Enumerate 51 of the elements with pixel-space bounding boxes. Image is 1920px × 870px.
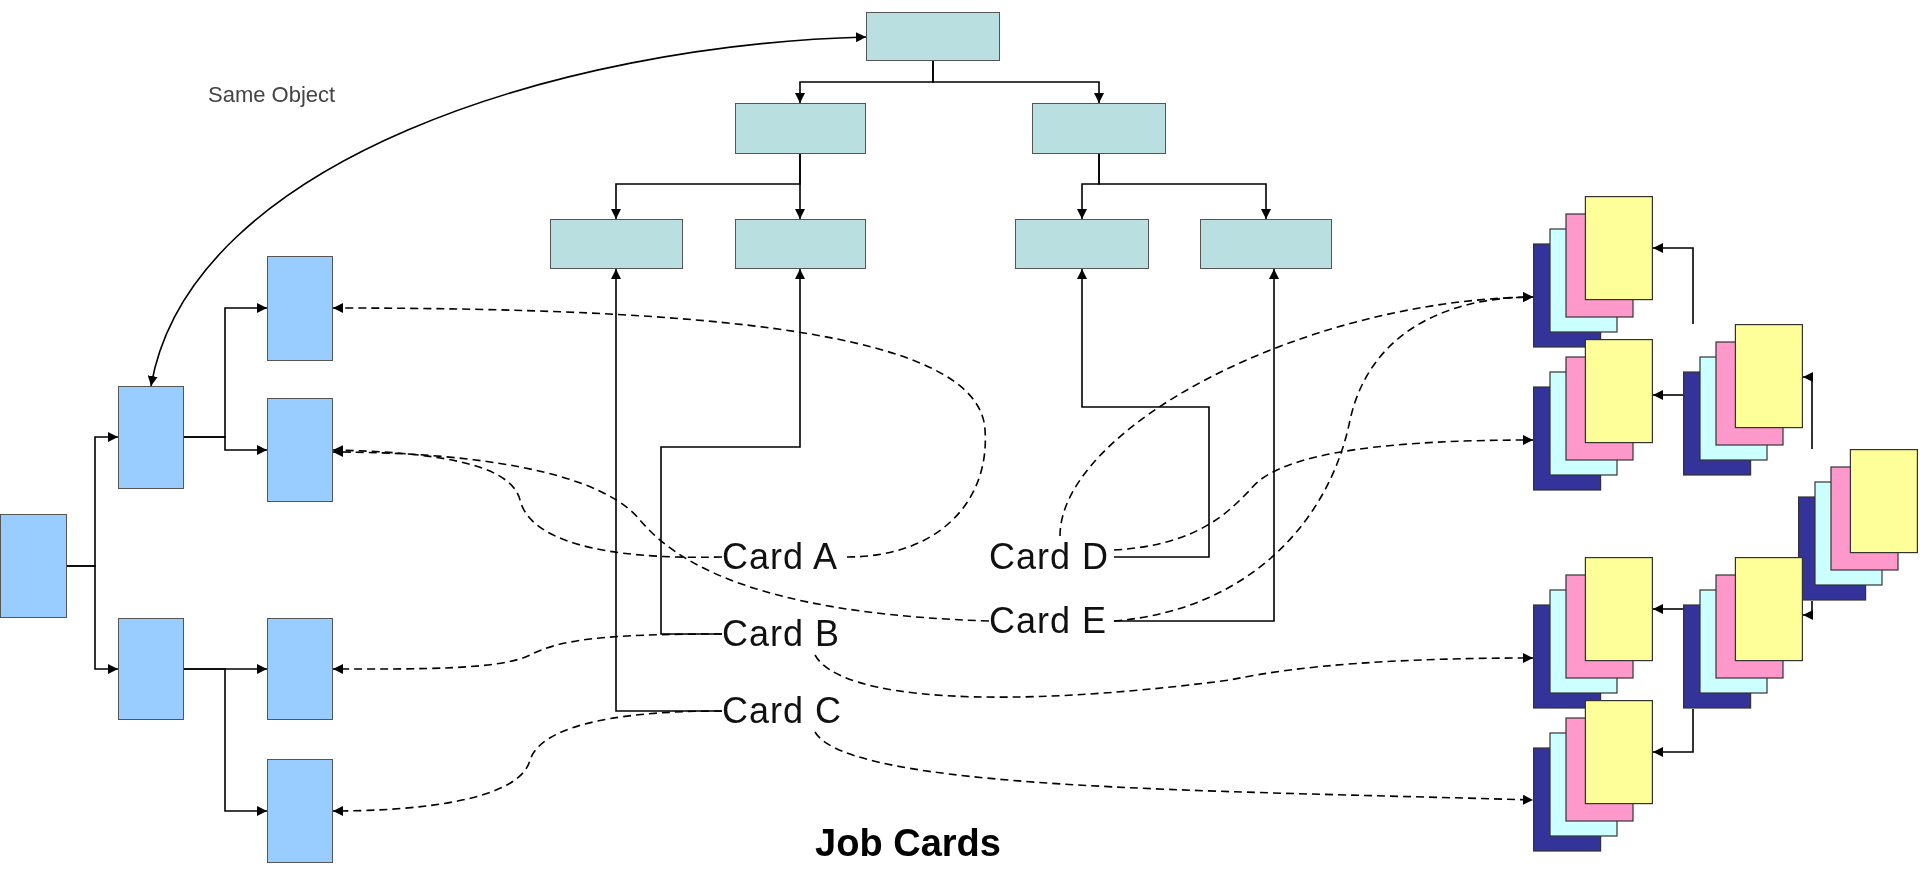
card-label: Card A bbox=[722, 536, 847, 578]
empty-box bbox=[1200, 219, 1332, 269]
arrow bbox=[1652, 708, 1694, 757]
card-stack-drawing bbox=[1533, 339, 1653, 491]
empty-box bbox=[550, 219, 683, 269]
card-stack-drawing bbox=[1798, 449, 1918, 601]
empty-box bbox=[267, 398, 333, 502]
arrow bbox=[932, 60, 1104, 104]
arrow bbox=[1652, 390, 1684, 400]
arrow bbox=[332, 710, 723, 816]
card-label: Card C bbox=[722, 690, 847, 732]
arrow bbox=[1098, 153, 1271, 220]
arrow bbox=[66, 565, 119, 674]
arrow bbox=[1113, 435, 1534, 551]
card-stack-drawing bbox=[1533, 700, 1653, 852]
arrow bbox=[814, 731, 1534, 805]
empty-box bbox=[735, 219, 866, 269]
arrow bbox=[332, 633, 723, 674]
arrow bbox=[660, 268, 805, 635]
card-label: Card E bbox=[989, 600, 1114, 642]
arrow bbox=[1802, 372, 1813, 450]
card-label: Card B bbox=[722, 613, 847, 655]
arrow bbox=[149, 32, 867, 387]
card-stack-drawing bbox=[1533, 557, 1653, 709]
arrow bbox=[814, 653, 1534, 698]
arrow bbox=[1802, 600, 1813, 620]
card-stack-drawing bbox=[1683, 557, 1803, 709]
card-stack-drawing bbox=[1683, 324, 1803, 476]
arrow bbox=[183, 436, 268, 455]
arrow bbox=[332, 445, 723, 559]
empty-box bbox=[1032, 103, 1166, 154]
empty-box bbox=[1015, 219, 1149, 269]
arrow bbox=[332, 303, 986, 558]
arrow bbox=[1652, 243, 1694, 325]
empty-box bbox=[118, 618, 184, 720]
empty-box bbox=[267, 256, 333, 361]
empty-box bbox=[267, 759, 333, 863]
arrow bbox=[183, 668, 268, 816]
empty-box bbox=[866, 12, 1000, 61]
arrow bbox=[1652, 604, 1684, 614]
empty-box bbox=[0, 514, 67, 618]
card-label: Card D bbox=[989, 536, 1114, 578]
edge-label: Same Object bbox=[208, 82, 336, 108]
empty-box bbox=[735, 103, 866, 154]
empty-box bbox=[118, 386, 184, 489]
caption: Job Cards bbox=[815, 822, 1001, 864]
arrow bbox=[1077, 268, 1210, 558]
arrow bbox=[795, 153, 805, 220]
empty-box bbox=[267, 618, 333, 720]
arrow bbox=[1113, 292, 1534, 622]
card-stack-drawing bbox=[1533, 196, 1653, 348]
